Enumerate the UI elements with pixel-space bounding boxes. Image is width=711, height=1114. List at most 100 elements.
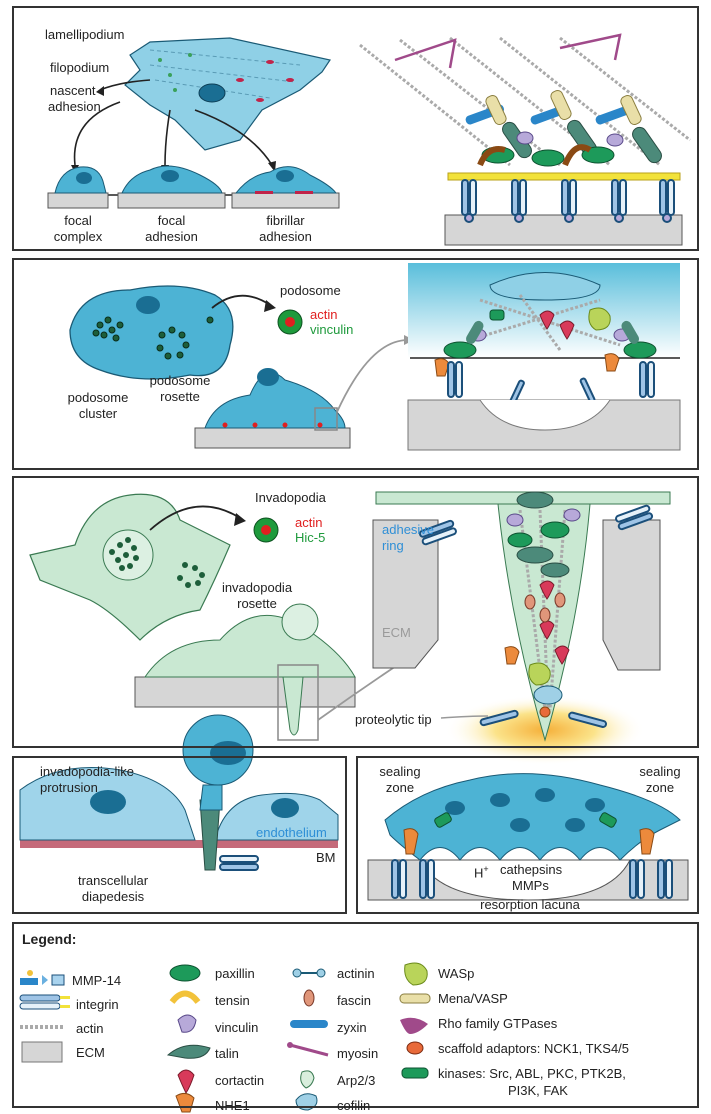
label-invadopodia-rosette-1: invadopodia bbox=[221, 580, 293, 595]
podosome-side-cell bbox=[194, 368, 351, 449]
integrin-icon bbox=[19, 994, 70, 1010]
arp23-icon bbox=[300, 1070, 315, 1089]
mena-vasp-icon bbox=[399, 993, 431, 1004]
zyxin-icon bbox=[290, 1020, 328, 1028]
legend-kinases-1: kinases: Src, ABL, PKC, PTK2B, bbox=[438, 1066, 626, 1081]
cortactin-icon bbox=[177, 1069, 195, 1094]
label-diapedesis-2: diapedesis bbox=[81, 889, 145, 904]
myosin-icon bbox=[287, 1042, 329, 1057]
label-diapedesis-1: transcellular bbox=[77, 873, 149, 888]
legend-mmp14: MMP-14 bbox=[72, 973, 122, 988]
label-sealing-zone-right-1: sealing bbox=[639, 764, 681, 779]
label-focal-complex-2: complex bbox=[53, 229, 103, 244]
label-resorption-lacuna: resorption lacuna bbox=[480, 897, 580, 912]
label-ecm: ECM bbox=[382, 625, 411, 640]
label-endothelium: endothelium bbox=[256, 825, 327, 840]
fascin-icon bbox=[303, 989, 315, 1007]
legend-mena-vasp: Mena/VASP bbox=[438, 991, 508, 1006]
label-mmps: MMPs bbox=[512, 878, 549, 893]
paxillin-icon bbox=[169, 964, 201, 982]
vinculin-icon bbox=[177, 1014, 197, 1033]
invadopodia-dot-icon bbox=[253, 517, 279, 543]
label-adhesive-ring-1: adhesive bbox=[382, 522, 435, 537]
label-nascent-adhesion-1: nascent bbox=[50, 83, 96, 98]
legend-ecm: ECM bbox=[76, 1045, 105, 1060]
legend-scaffold: scaffold adaptors: NCK1, TKS4/5 bbox=[438, 1041, 630, 1056]
label-nascent-adhesion-2: adhesion bbox=[48, 99, 101, 114]
osteoclast-illustration bbox=[367, 773, 689, 901]
legend-fascin: fascin bbox=[337, 993, 371, 1008]
label-bm: BM bbox=[316, 850, 336, 865]
label-h-plus-sup: + bbox=[483, 864, 489, 874]
label-focal-complex-1: focal bbox=[64, 213, 92, 228]
legend-talin: talin bbox=[215, 1046, 239, 1061]
panel-diapedesis bbox=[12, 756, 347, 914]
label-sealing-zone-right-2: zone bbox=[645, 780, 675, 795]
ecm-icon bbox=[21, 1041, 63, 1063]
label-lamellipodium: lamellipodium bbox=[45, 27, 125, 42]
kinase-icon bbox=[401, 1067, 429, 1079]
label-invadopodia: Invadopodia bbox=[255, 490, 326, 505]
legend-zyxin: zyxin bbox=[337, 1020, 367, 1035]
legend-rho: Rho family GTPases bbox=[438, 1016, 558, 1031]
legend-actinin: actinin bbox=[337, 966, 375, 981]
legend-cortactin: cortactin bbox=[215, 1073, 265, 1088]
label-fibrillar-adhesion-1: fibrillar bbox=[266, 213, 305, 228]
panel-podosome bbox=[12, 258, 699, 470]
label-podosome-actin: actin bbox=[310, 307, 338, 322]
label-h-plus: H+ bbox=[474, 864, 489, 881]
invadopodia-cell-top bbox=[29, 493, 231, 641]
diapedesis-illustration bbox=[19, 714, 339, 871]
label-podosome-cluster-2: cluster bbox=[78, 406, 118, 421]
lamellipodium-cell bbox=[124, 37, 331, 151]
panel-invadopodia bbox=[12, 476, 699, 748]
podosome-cell-top bbox=[69, 285, 234, 380]
scaffold-adaptor-icon bbox=[406, 1041, 424, 1055]
legend-kinases-2: PI3K, FAK bbox=[508, 1083, 568, 1098]
label-focal-adhesion-1: focal bbox=[157, 213, 186, 228]
mmp14-icon bbox=[20, 970, 65, 986]
legend-vinculin: vinculin bbox=[215, 1020, 259, 1035]
adhesion-molecular-detail bbox=[359, 33, 691, 246]
label-adhesive-ring-2: ring bbox=[382, 538, 404, 553]
podosome-molecular-detail bbox=[407, 263, 681, 451]
label-fibrillar-adhesion-2: adhesion bbox=[259, 229, 312, 244]
label-proteolytic-tip: proteolytic tip bbox=[355, 712, 432, 727]
legend-myosin: myosin bbox=[337, 1046, 379, 1061]
panel-resorption bbox=[356, 756, 699, 914]
label-invadopodia-actin: actin bbox=[295, 515, 323, 530]
label-podosome: podosome bbox=[280, 283, 341, 298]
talin-icon bbox=[166, 1044, 211, 1059]
label-filopodium: filopodium bbox=[50, 60, 110, 75]
label-invadopodia-rosette-2: rosette bbox=[237, 596, 277, 611]
label-protrusion-2: protrusion bbox=[40, 780, 98, 795]
substrate-row bbox=[47, 192, 340, 209]
podosome-dot-icon bbox=[277, 309, 303, 335]
legend-integrin: integrin bbox=[76, 997, 119, 1012]
actinin-icon bbox=[292, 968, 326, 978]
label-podosome-rosette-1: podosome bbox=[149, 373, 211, 388]
legend-paxillin: paxillin bbox=[215, 966, 255, 981]
invadopodia-molecular-detail bbox=[372, 491, 671, 765]
label-podosome-vinculin: vinculin bbox=[310, 322, 354, 337]
panel-legend bbox=[12, 922, 699, 1108]
label-podosome-cluster-1: podosome bbox=[67, 390, 129, 405]
label-protrusion-1: invadopodia-like bbox=[40, 764, 134, 779]
legend-title: Legend: bbox=[22, 931, 77, 947]
label-focal-adhesion-2: adhesion bbox=[145, 229, 198, 244]
legend-nhe1: NHE1 bbox=[215, 1098, 250, 1113]
label-sealing-zone-left-2: zone bbox=[385, 780, 415, 795]
legend-arp23: Arp2/3 bbox=[337, 1073, 376, 1088]
tensin-icon bbox=[169, 990, 201, 1004]
rho-gtpase-icon bbox=[400, 1017, 428, 1034]
legend-icons bbox=[19, 962, 431, 1113]
label-podosome-rosette-2: rosette bbox=[160, 389, 200, 404]
legend-tensin: tensin bbox=[215, 993, 250, 1008]
wasp-icon bbox=[404, 962, 428, 986]
legend-actin: actin bbox=[76, 1021, 104, 1036]
label-hic5: Hic-5 bbox=[295, 530, 326, 545]
label-cathepsins: cathepsins bbox=[500, 862, 563, 877]
label-sealing-zone-left-1: sealing bbox=[379, 764, 421, 779]
legend-cofilin: cofilin bbox=[337, 1098, 371, 1113]
